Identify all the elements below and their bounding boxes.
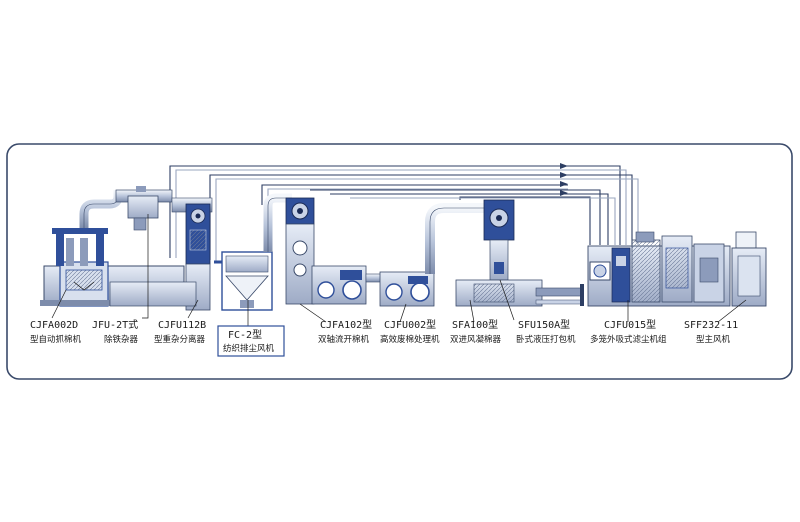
- label-model: CJFA102型: [320, 318, 372, 331]
- label-model: SFA100型: [452, 318, 498, 331]
- duct-outlet-arrows: [560, 163, 568, 196]
- label-model: FC-2型: [228, 328, 262, 341]
- machine-label-jfu2t: JFU-2T式 除铁杂器: [92, 318, 139, 345]
- machine-label-sff232: SFF232-11 型主风机: [684, 320, 738, 345]
- machine-heavy-separator: [109, 197, 213, 311]
- label-name: 高效废棉处理机: [380, 334, 440, 345]
- label-model: CJFU015型: [604, 318, 656, 331]
- machine-label-fc2: FC-2型 纺织排尘风机: [223, 328, 275, 354]
- machine-label-cjfa102: CJFA102型 双轴流开棉机: [318, 318, 372, 345]
- fc2-label-frame: [217, 325, 285, 357]
- machine-label-cjfa002d: CJFA002D 型自动抓棉机: [30, 320, 82, 345]
- machine-main-fan: [731, 231, 767, 307]
- arrow-icon: [560, 190, 568, 196]
- machine-iron-remover: [115, 186, 173, 231]
- machine-axial-flow-opener: [263, 193, 367, 305]
- label-name: 型重杂分离器: [154, 334, 206, 345]
- arrow-icon: [560, 172, 568, 178]
- machine-dust-exhaust-fan: [214, 251, 273, 311]
- label-name: 双进风凝棉器: [450, 334, 502, 345]
- label-model: JFU-2T式: [92, 318, 138, 331]
- machine-label-cjfu015: CJFU015型 多笼外吸式滤尘机组: [590, 318, 667, 345]
- machine-label-sfu150a: SFU150A型 卧式液压打包机: [516, 318, 576, 345]
- machine-condenser: [425, 199, 515, 281]
- label-model: CJFU002型: [384, 318, 436, 331]
- label-model: CJFA002D: [30, 320, 78, 331]
- machine-waste-processor: [365, 271, 435, 307]
- label-name: 卧式液压打包机: [516, 334, 576, 345]
- arrow-icon: [560, 181, 568, 187]
- label-model: CJFU112B: [158, 320, 206, 331]
- machine-dust-filter-unit: [587, 231, 731, 307]
- label-name: 多笼外吸式滤尘机组: [590, 334, 667, 345]
- leader-lines: [51, 214, 747, 331]
- label-name: 双轴流开棉机: [318, 334, 370, 345]
- machine-label-sfa100: SFA100型 双进风凝棉器: [450, 318, 502, 345]
- label-name: 型主风机: [696, 334, 731, 345]
- machine-label-cjfu002: CJFU002型 高效废棉处理机: [380, 318, 440, 345]
- label-name: 型自动抓棉机: [30, 334, 82, 345]
- label-model: SFU150A型: [518, 318, 570, 331]
- arrow-icon: [560, 163, 568, 169]
- label-name: 除铁杂器: [104, 334, 139, 345]
- label-model: SFF232-11: [684, 320, 738, 331]
- label-name: 纺织排尘风机: [223, 343, 275, 354]
- machine-label-cjfu112b: CJFU112B 型重杂分离器: [154, 320, 206, 345]
